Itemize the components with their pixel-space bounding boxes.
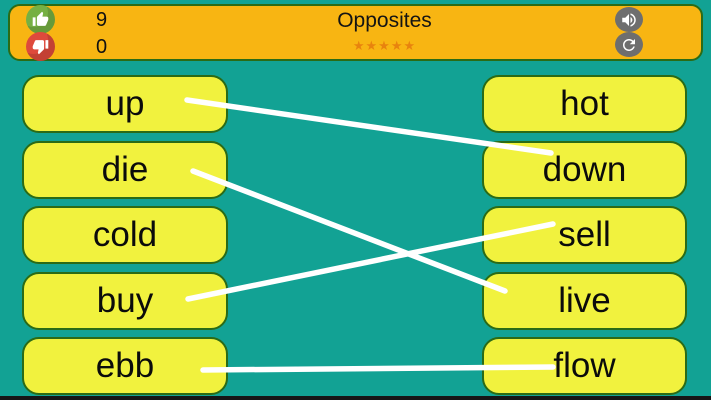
word-button-hot[interactable]: hot bbox=[482, 75, 687, 133]
stars-rating: ★★★★★ bbox=[352, 38, 417, 53]
incorrect-count: 0 bbox=[96, 35, 108, 58]
word-button-up[interactable]: up bbox=[22, 75, 228, 133]
word-button-buy[interactable]: buy bbox=[22, 271, 228, 330]
refresh-icon[interactable] bbox=[615, 32, 643, 57]
page-title: Opposites bbox=[337, 9, 432, 32]
word-button-live[interactable]: live bbox=[482, 271, 687, 330]
header-bar: 9 0 Opposites ★★★★★ bbox=[8, 4, 703, 61]
correct-count: 9 bbox=[96, 8, 108, 31]
word-button-ebb[interactable]: ebb bbox=[22, 337, 228, 395]
thumbs-down-icon bbox=[26, 32, 55, 61]
correct-score-row: 9 bbox=[10, 5, 160, 34]
word-button-flow[interactable]: flow bbox=[482, 337, 687, 395]
match-line-die-live bbox=[190, 168, 508, 294]
word-button-die[interactable]: die bbox=[22, 140, 228, 199]
thumbs-up-icon bbox=[26, 5, 55, 34]
word-button-down[interactable]: down bbox=[482, 140, 687, 199]
score-panel: 9 0 bbox=[10, 5, 160, 61]
title-panel: Opposites ★★★★★ bbox=[160, 6, 609, 59]
header-actions bbox=[609, 6, 701, 59]
word-button-sell[interactable]: sell bbox=[482, 206, 687, 264]
word-button-cold[interactable]: cold bbox=[22, 206, 228, 264]
speaker-icon[interactable] bbox=[615, 7, 643, 32]
left-word-column: up die cold buy ebb bbox=[22, 75, 228, 395]
right-word-column: hot down sell live flow bbox=[482, 75, 687, 395]
bottom-bar bbox=[0, 396, 711, 400]
incorrect-score-row: 0 bbox=[10, 32, 160, 61]
